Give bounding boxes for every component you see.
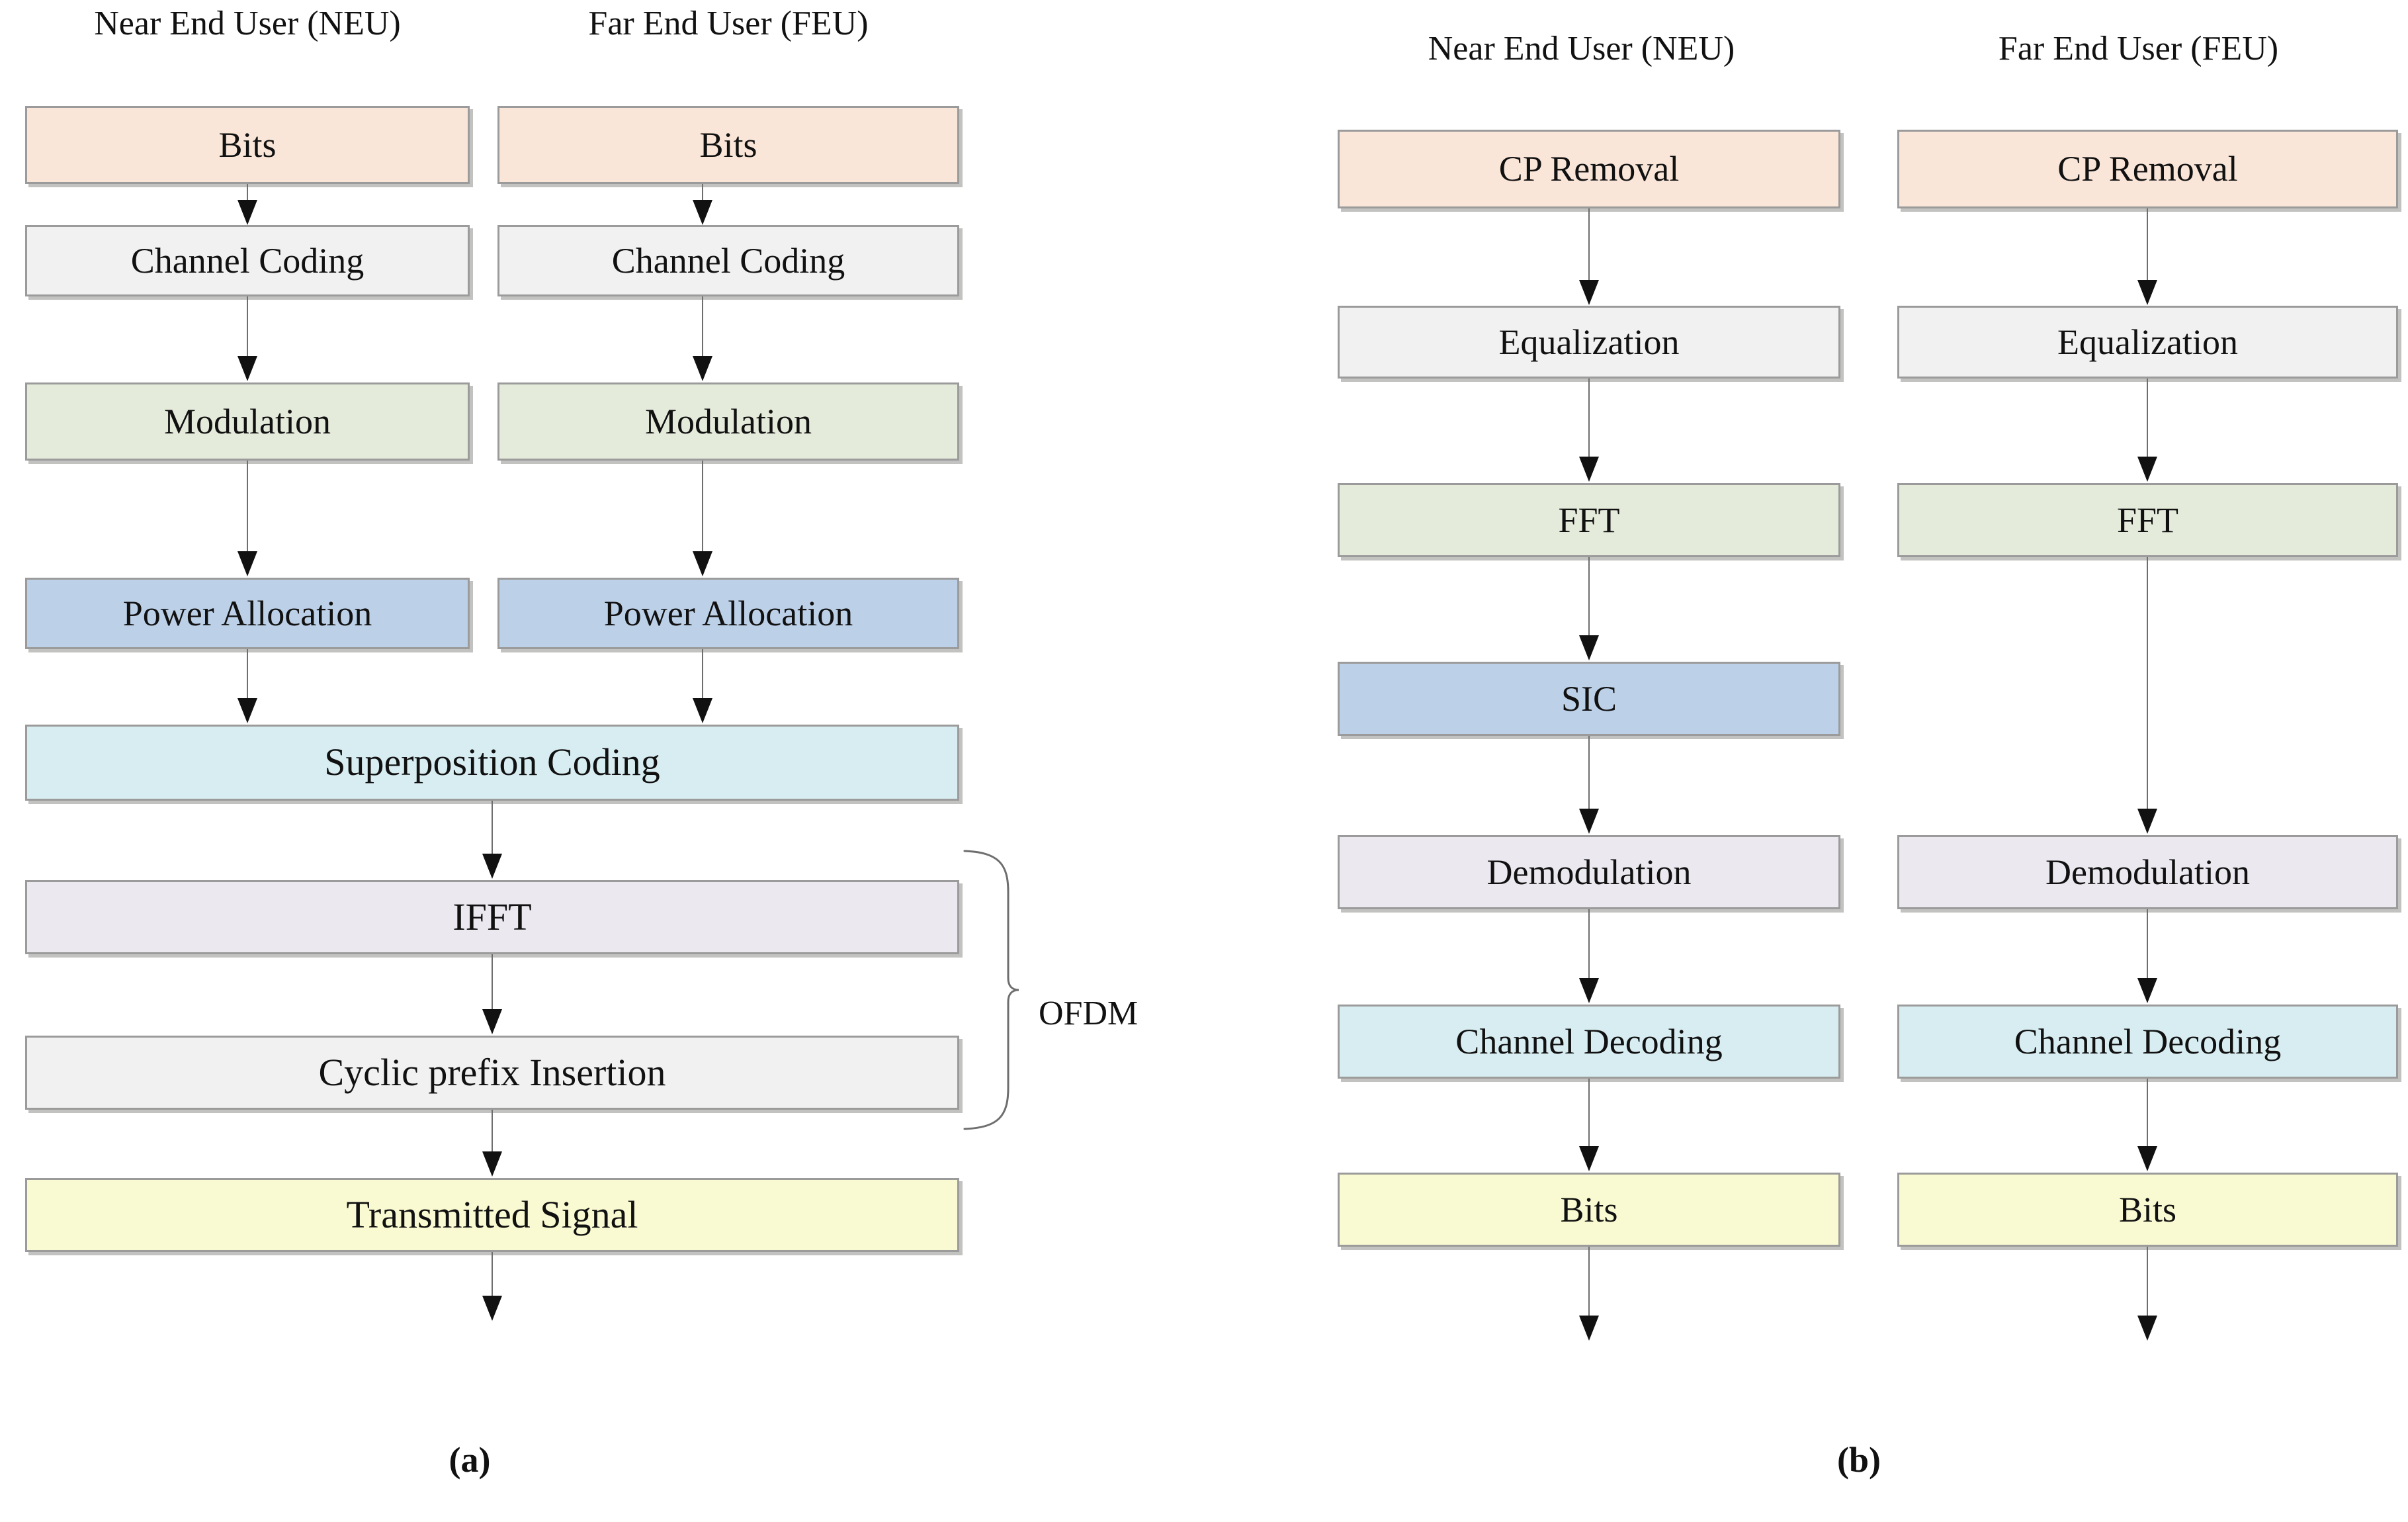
panel-a-stage-ifft[interactable]: IFFT — [25, 880, 959, 954]
panel-b-neu-stage-fft[interactable]: FFT — [1338, 483, 1840, 557]
panel-b-feu-stage-bits[interactable]: Bits — [1897, 1173, 2398, 1247]
panel-a-stage-transmitted-signal[interactable]: Transmitted Signal — [25, 1178, 959, 1252]
panel-a-ofdm-label: OFDM — [1039, 995, 1139, 1032]
panel-b-feu-stage-demodulation[interactable]: Demodulation — [1897, 835, 2398, 909]
panel-a-feu-stage-bits[interactable]: Bits — [497, 106, 959, 184]
panel-b-feu-stage-channel-decoding[interactable]: Channel Decoding — [1897, 1005, 2398, 1079]
panel-b-caption: (b) — [1837, 1440, 1881, 1480]
panel-b-neu-stage-sic[interactable]: SIC — [1338, 662, 1840, 736]
panel-b-neu-stage-bits[interactable]: Bits — [1338, 1173, 1840, 1247]
panel-a-header-feu: Far End User (FEU) — [588, 5, 869, 42]
panel-b-neu-stage-cp-removal[interactable]: CP Removal — [1338, 130, 1840, 208]
panel-a-stage-superposition-coding[interactable]: Superposition Coding — [25, 725, 959, 801]
panel-b-neu-stage-channel-decoding[interactable]: Channel Decoding — [1338, 1005, 1840, 1079]
panel-a-neu-stage-modulation[interactable]: Modulation — [25, 382, 470, 461]
panel-a-feu-stage-power-allocation[interactable]: Power Allocation — [497, 578, 959, 649]
panel-b-neu-stage-demodulation[interactable]: Demodulation — [1338, 835, 1840, 909]
panel-b-feu-stage-cp-removal[interactable]: CP Removal — [1897, 130, 2398, 208]
panel-a-neu-stage-channel-coding[interactable]: Channel Coding — [25, 225, 470, 296]
panel-a-stage-cyclic-prefix-insertion[interactable]: Cyclic prefix Insertion — [25, 1036, 959, 1110]
panel-b-connector-feu-fft-to-demodulation — [2147, 557, 2148, 783]
panel-a-ofdm-brace — [961, 848, 1033, 1132]
panel-a-neu-stage-bits[interactable]: Bits — [25, 106, 470, 184]
panel-b-neu-stage-equalization[interactable]: Equalization — [1338, 306, 1840, 379]
panel-a-neu-stage-power-allocation[interactable]: Power Allocation — [25, 578, 470, 649]
panel-b-header-feu: Far End User (FEU) — [1998, 30, 2279, 67]
panel-a-caption: (a) — [449, 1440, 491, 1480]
panel-b-feu-stage-equalization[interactable]: Equalization — [1897, 306, 2398, 379]
panel-a-header-neu: Near End User (NEU) — [94, 5, 401, 42]
panel-b-feu-stage-fft[interactable]: FFT — [1897, 483, 2398, 557]
panel-a-feu-stage-channel-coding[interactable]: Channel Coding — [497, 225, 959, 296]
panel-a-feu-stage-modulation[interactable]: Modulation — [497, 382, 959, 461]
panel-b-header-neu: Near End User (NEU) — [1428, 30, 1735, 67]
